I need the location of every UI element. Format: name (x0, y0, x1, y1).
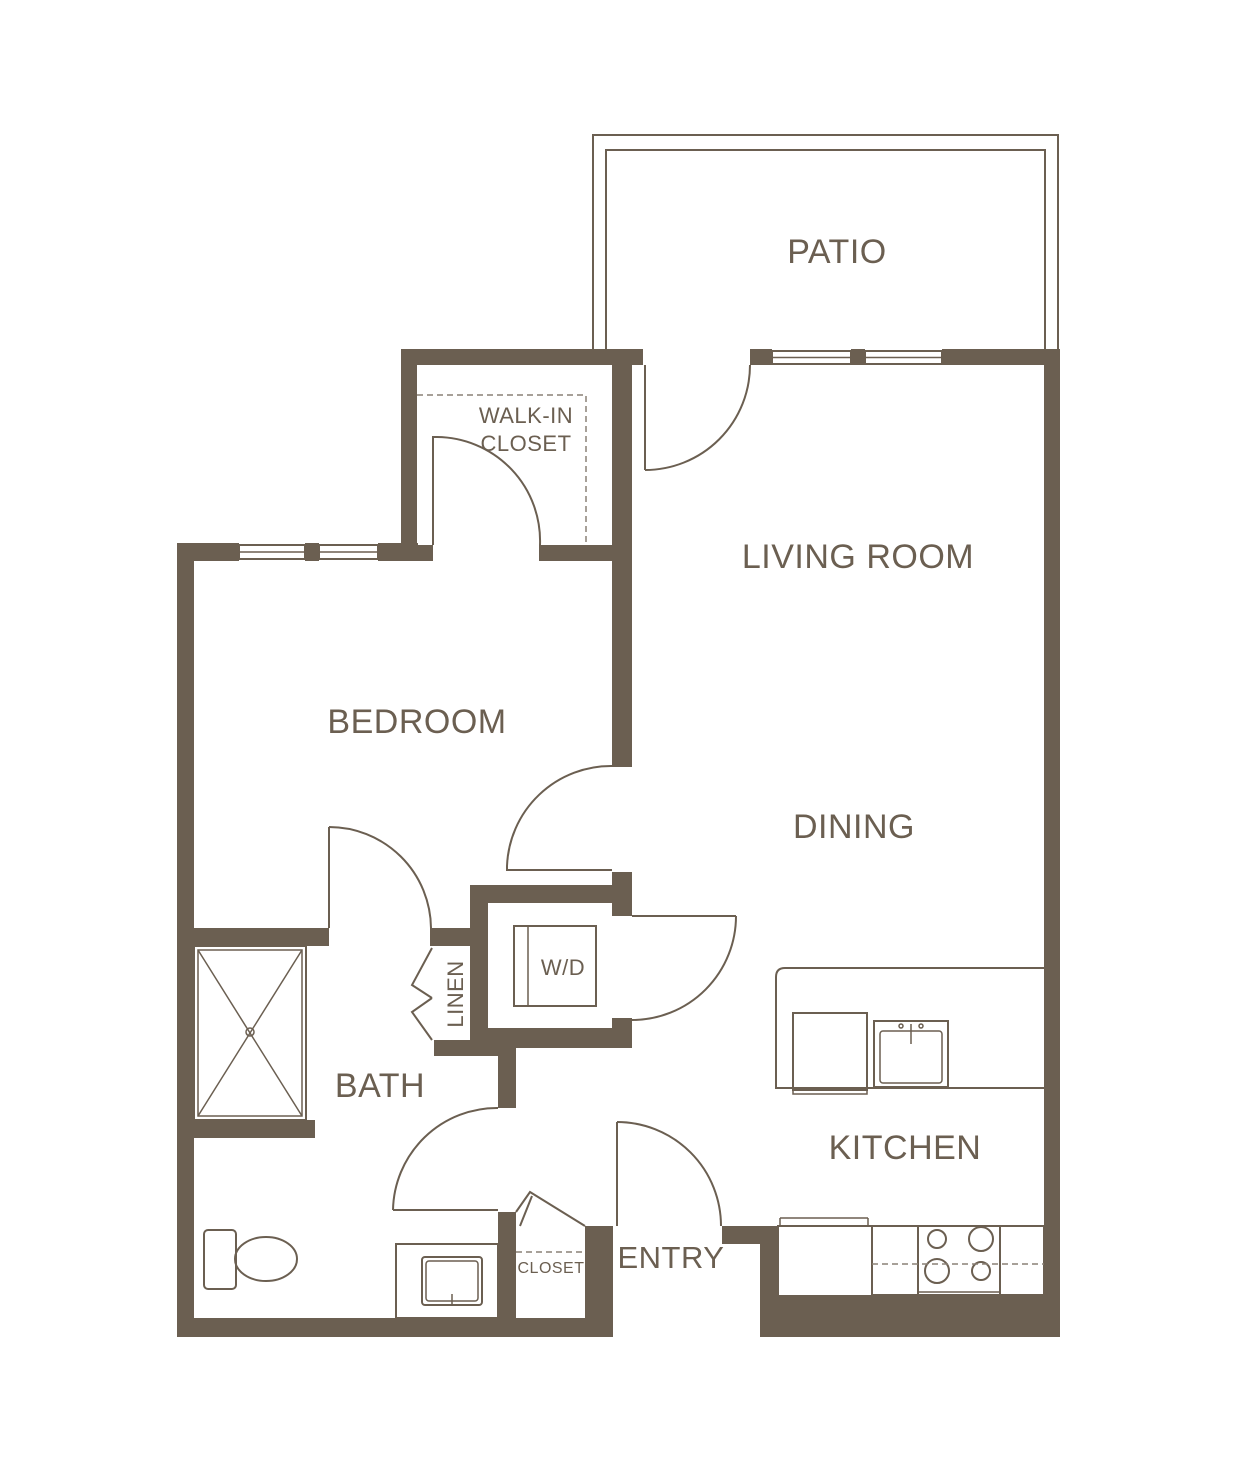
dining-label: DINING (793, 808, 915, 846)
patio-railing (592, 134, 1059, 350)
toilet (203, 1229, 298, 1290)
washer-dryer (513, 925, 597, 1007)
kitchen-appliances (777, 1217, 1045, 1319)
linen-label: LINEN (443, 960, 468, 1027)
bath-vanity (395, 1243, 499, 1319)
bath-label: BATH (335, 1067, 425, 1105)
windows (238, 350, 943, 560)
living-room-label: LIVING ROOM (742, 538, 974, 576)
patio-label: PATIO (787, 233, 886, 271)
entry-label: ENTRY (617, 1240, 724, 1275)
kitchen-counter (775, 967, 1044, 1095)
doors (328, 364, 751, 1227)
closet-label: CLOSET (517, 1260, 584, 1277)
bedroom-label: BEDROOM (327, 703, 506, 741)
kitchen-label: KITCHEN (829, 1129, 982, 1167)
room-labels: PATIO WALK-IN CLOSET LIVING ROOM BEDROOM… (327, 233, 982, 1277)
shower (193, 945, 307, 1121)
walls (177, 349, 1060, 1337)
walk-in-closet-label-line1: WALK-IN (479, 403, 573, 428)
washer-dryer-label: W/D (541, 955, 585, 980)
walk-in-closet-label-line2: CLOSET (480, 431, 571, 456)
